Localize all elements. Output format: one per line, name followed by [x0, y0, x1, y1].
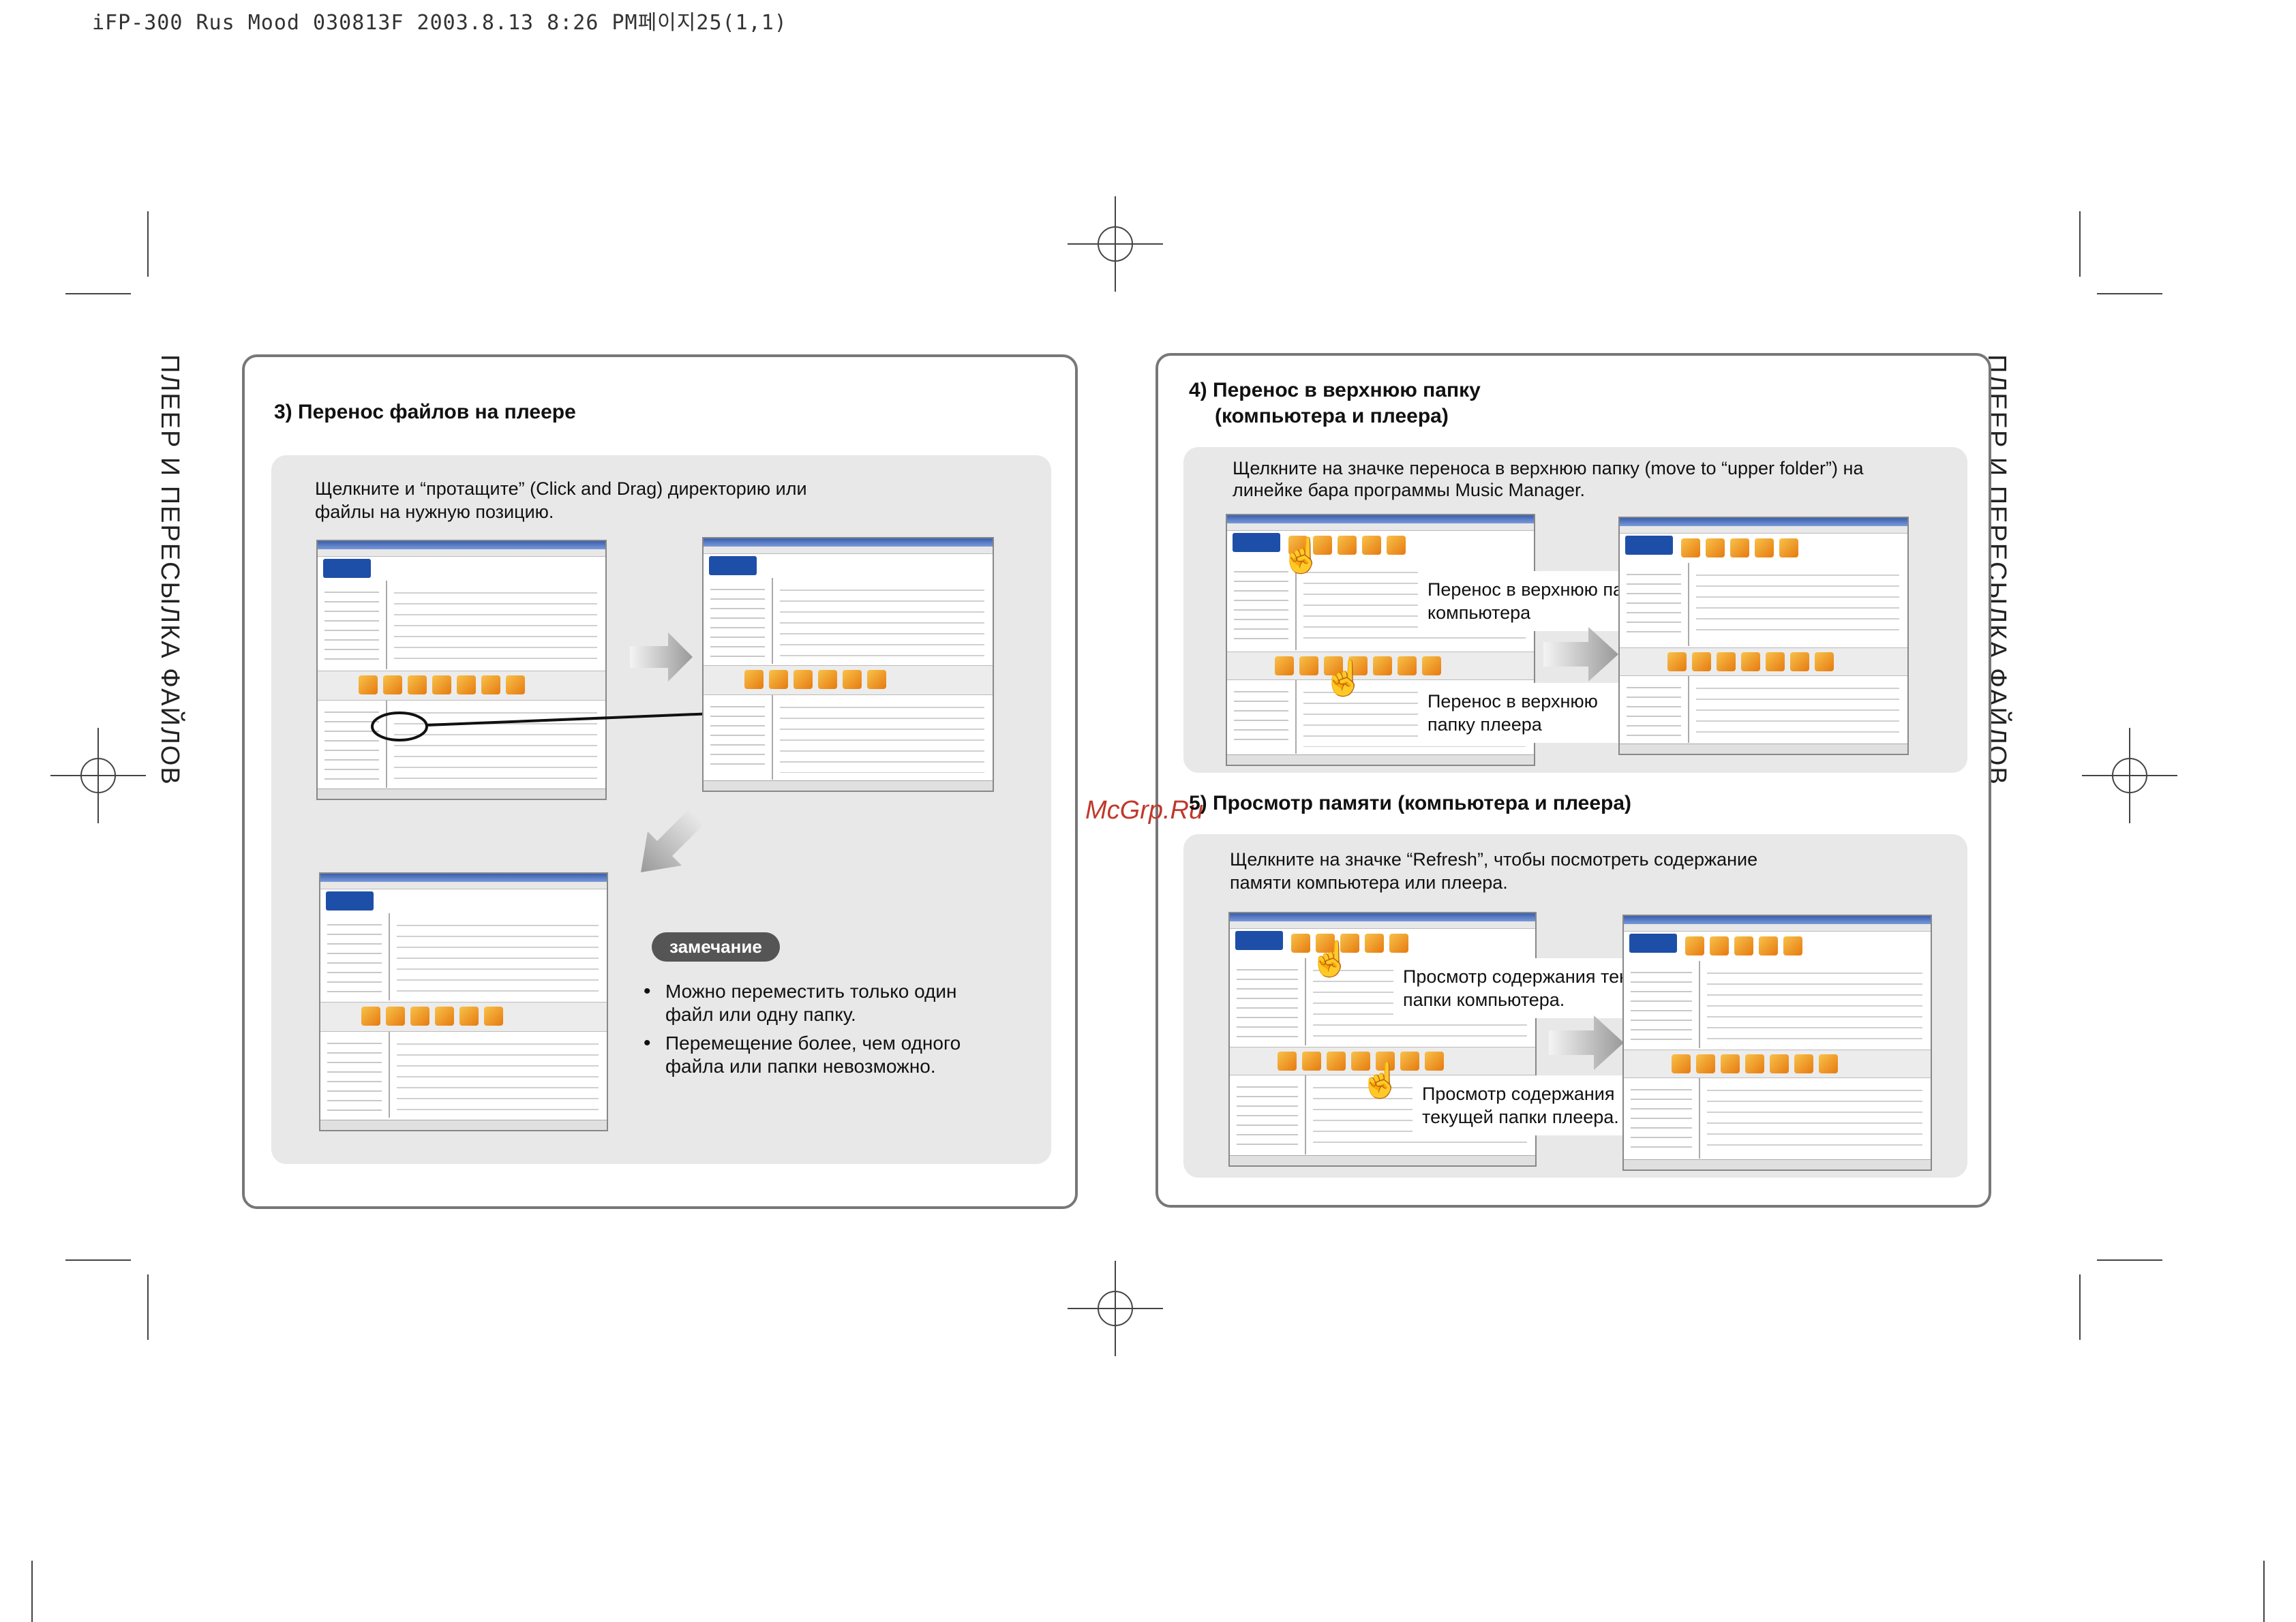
screenshot-upper-folder-after — [1618, 517, 1909, 755]
callout-refresh-player: Просмотр содержания текущей папки плеера… — [1413, 1075, 1657, 1135]
note-line: Можно переместить только один — [665, 981, 957, 1002]
callout-line: компьютера — [1428, 602, 1531, 623]
arrow-right-icon — [1543, 627, 1618, 682]
callout-line: Перенос в верхнюю — [1428, 691, 1598, 711]
hand-pointer-icon: ☝ — [1280, 536, 1323, 575]
note-label: замечание — [652, 932, 780, 962]
arrow-right-icon — [630, 632, 693, 682]
registration-mark — [1068, 1261, 1163, 1356]
section4-instruction-line1: Щелкните на значке переноса в верхнюю па… — [1233, 458, 1864, 478]
section4-heading-line1: 4) Перенос в верхнюю папку — [1189, 379, 1481, 401]
screenshot-drag-result — [319, 872, 608, 1131]
side-label-left: ПЛЕЕР И ПЕРЕСЫЛКА ФАЙЛОВ — [155, 354, 184, 786]
section4-heading-line2: (компьютера и плеера) — [1215, 405, 1449, 427]
crop-mark — [2097, 1259, 2162, 1261]
section3-instruction-line2: файлы на нужную позицию. — [315, 502, 554, 522]
crop-mark — [147, 1274, 149, 1340]
registration-mark — [2082, 728, 2177, 823]
callout-line: папки компьютера. — [1403, 990, 1565, 1010]
hand-pointer-icon: ☝ — [1359, 1061, 1402, 1099]
crop-mark — [2263, 1561, 2265, 1622]
crop-mark — [31, 1561, 33, 1622]
screenshot-drag-after — [702, 537, 994, 792]
crop-mark — [65, 293, 131, 294]
callout-upper-folder-player: Перенос в верхнюю папку плеера — [1418, 683, 1642, 743]
watermark: McGrp.Ru — [1085, 796, 1204, 825]
screenshot-refresh-after — [1622, 915, 1932, 1171]
printer-header: iFP-300 Rus Mood 030813F 2003.8.13 8:26 … — [92, 11, 787, 35]
section4-instruction-line2: линейке бара программы Music Manager. — [1233, 480, 1586, 500]
crop-mark — [2097, 293, 2162, 294]
crop-mark — [2079, 211, 2081, 277]
hand-pointer-icon: ☝ — [1323, 659, 1365, 697]
section5-instruction-line2: памяти компьютера или плеера. — [1230, 872, 1508, 893]
callout-line: Перенос в верхнюю папку — [1428, 579, 1651, 600]
screenshot-drag-before — [316, 540, 607, 800]
hand-pointer-icon: ☝ — [1309, 940, 1352, 978]
section5-instruction-line1: Щелкните на значке “Refresh”, чтобы посм… — [1230, 849, 1758, 870]
arrow-right-icon — [1549, 1015, 1624, 1070]
crop-mark — [65, 1259, 131, 1261]
section3-heading: 3) Перенос файлов на плеере — [274, 401, 576, 423]
registration-mark — [1068, 196, 1163, 292]
callout-line: Просмотр содержания — [1422, 1084, 1615, 1104]
callout-line: папку плеера — [1428, 714, 1542, 735]
section3-instruction-line1: Щелкните и “протащите” (Click and Drag) … — [315, 478, 807, 499]
note-line: Перемещение более, чем одного — [665, 1032, 961, 1054]
note-line: файла или папки невозможно. — [665, 1056, 936, 1077]
arrow-down-left-icon — [641, 808, 705, 872]
note-line: файл или одну папку. — [665, 1004, 856, 1025]
registration-mark — [50, 728, 146, 823]
section5-heading: 5) Просмотр памяти (компьютера и плеера) — [1189, 792, 1632, 814]
crop-mark — [147, 211, 149, 277]
callout-line: текущей папки плеера. — [1422, 1107, 1619, 1127]
crop-mark — [2079, 1274, 2081, 1340]
